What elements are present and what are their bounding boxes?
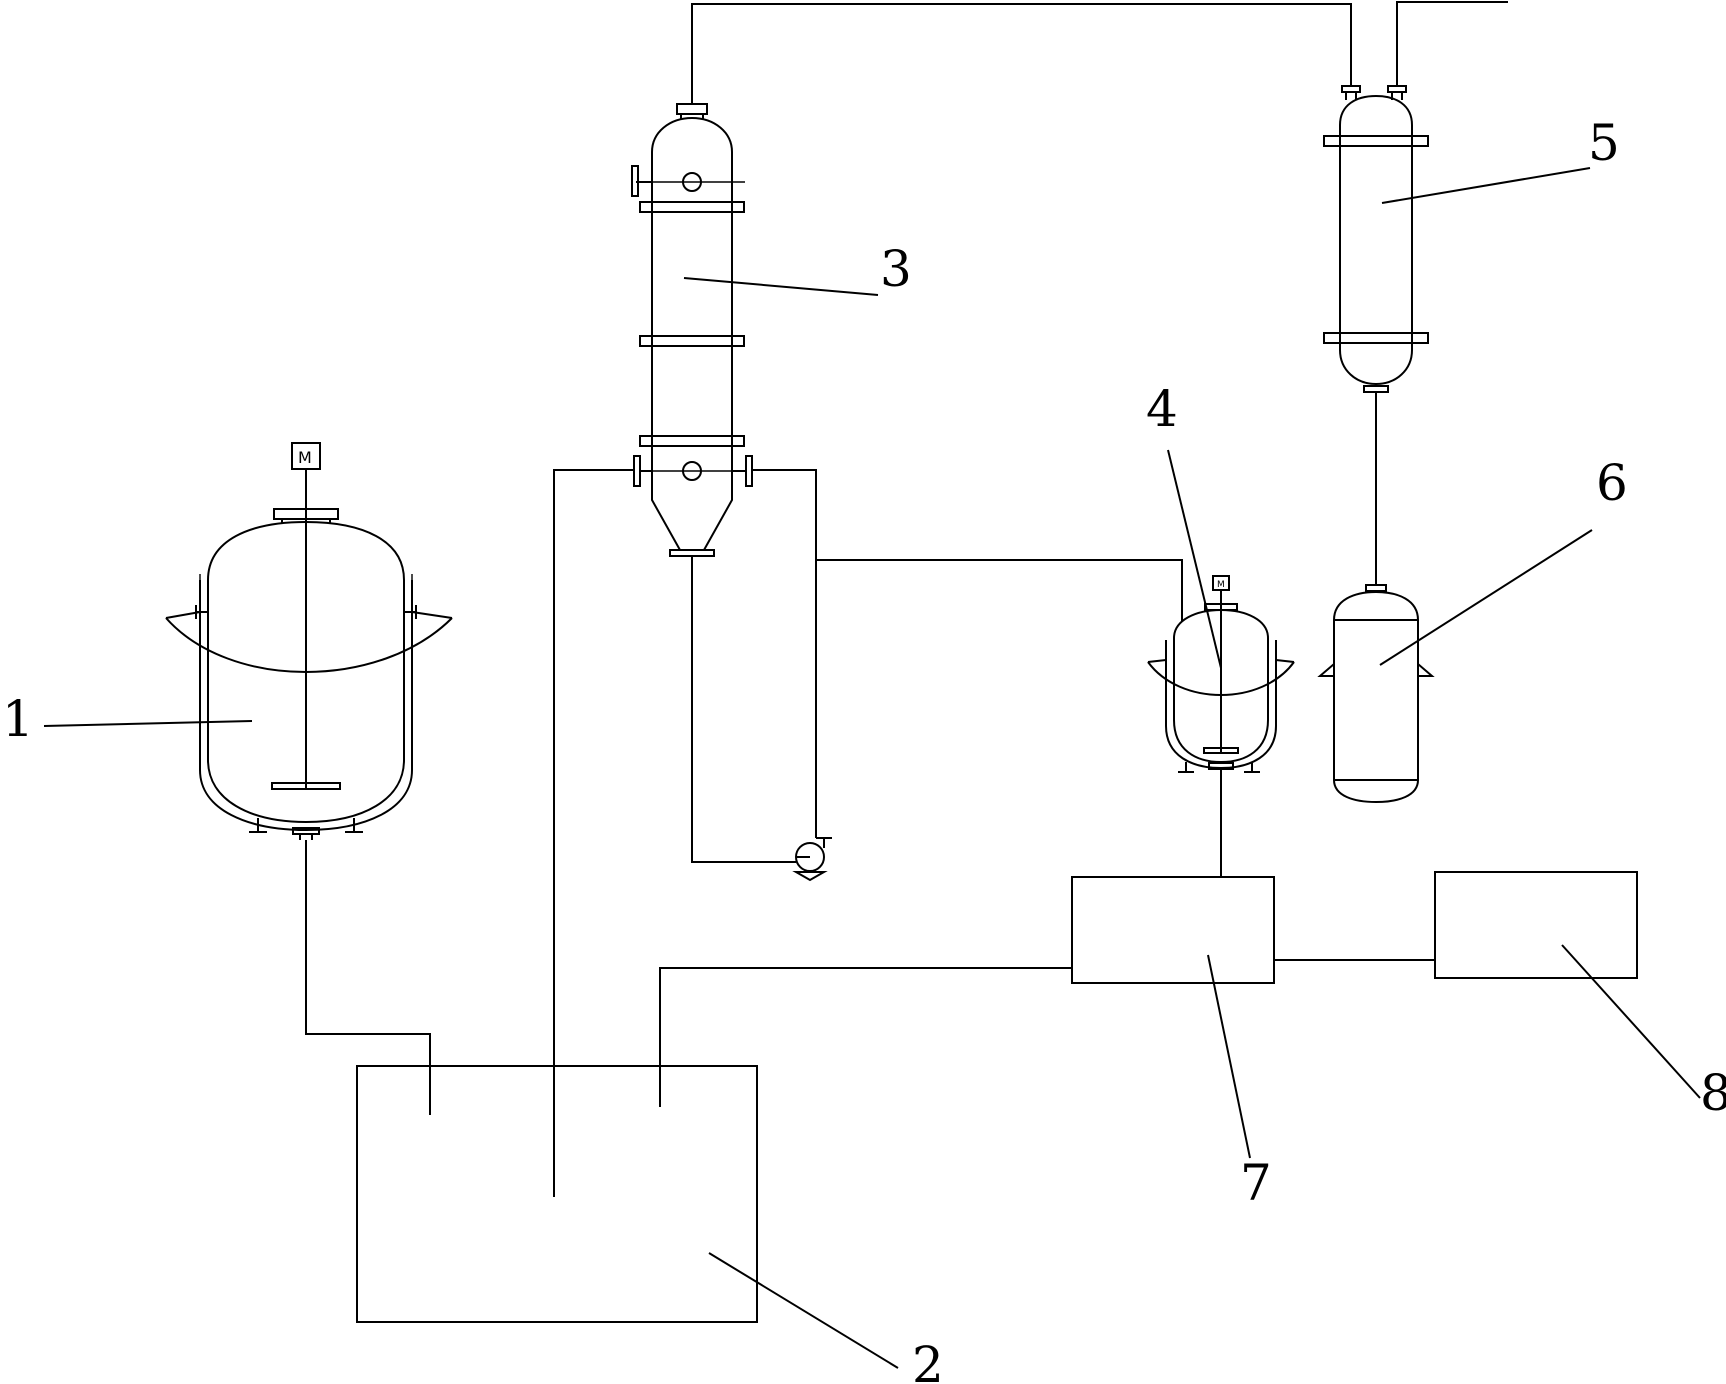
pipe-7-to-2	[659, 967, 1072, 1107]
tank-2	[356, 1065, 758, 1323]
motor-1-label: M	[298, 448, 312, 467]
pipe-1-to-2	[305, 840, 431, 1115]
receiver-6	[1317, 584, 1435, 804]
column-cone-3	[651, 470, 733, 551]
reactor-1: M	[165, 442, 453, 840]
pipe-3-bottom-to-pump	[691, 556, 796, 863]
motor-4-label: M	[1217, 580, 1225, 590]
vessel-body-4	[1173, 608, 1269, 764]
impeller-1	[271, 782, 341, 790]
label-5: 5	[1588, 114, 1620, 172]
label-6: 6	[1596, 454, 1628, 512]
label-2: 2	[912, 1336, 944, 1384]
column-shell-3	[651, 116, 733, 470]
support-lug-1	[165, 617, 453, 673]
label-1: 1	[2, 690, 34, 748]
pump	[792, 837, 832, 882]
condenser-5	[1323, 85, 1429, 393]
leader-lines	[43, 167, 1701, 1369]
condenser-shell-5	[1339, 94, 1413, 386]
label-7: 7	[1240, 1154, 1272, 1212]
pipe-to-4	[816, 559, 1183, 612]
unit-7	[1071, 876, 1275, 984]
label-8: 8	[1700, 1064, 1726, 1122]
reactor-4: M	[1147, 575, 1295, 773]
jacket-1	[199, 580, 413, 832]
piping	[305, 1, 1508, 1197]
unit-8	[1434, 871, 1638, 979]
pipe-5-outlet	[1396, 1, 1508, 86]
labels: 1 2 3 4 5 6 7 8	[2, 114, 1726, 1384]
pipe-3-to-5	[691, 3, 1352, 104]
top-nozzle-1	[273, 508, 339, 520]
pipe-2-to-3	[553, 469, 634, 1197]
pipe-pump-to-3	[752, 469, 817, 838]
vessel-body-1	[207, 520, 405, 824]
label-3: 3	[880, 240, 912, 298]
receiver-shell-6	[1333, 590, 1419, 804]
label-4: 4	[1146, 380, 1178, 438]
column-3	[631, 103, 753, 557]
